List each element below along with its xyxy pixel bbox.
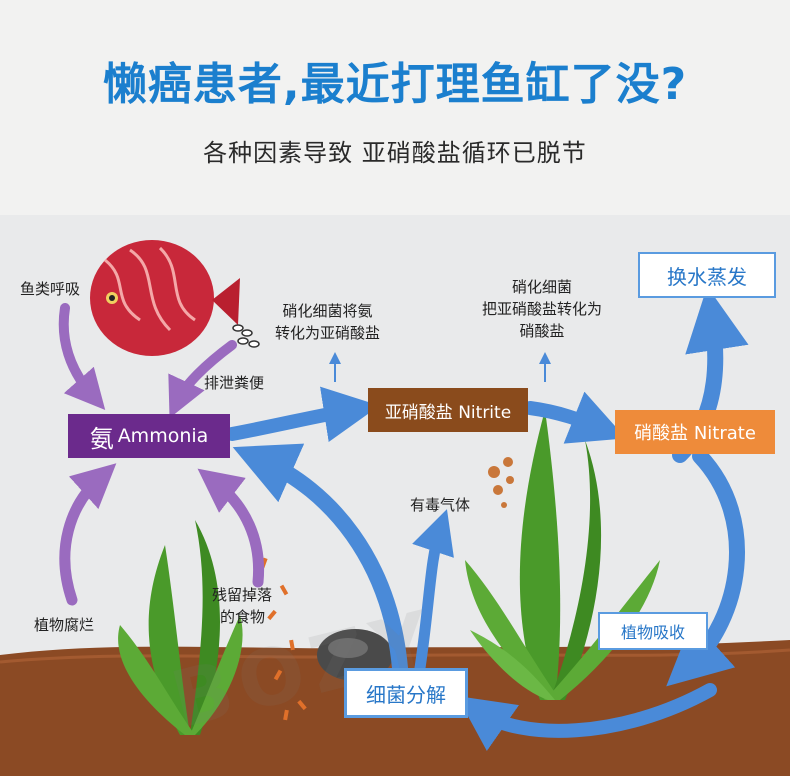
bacteria-decompose-box: 细菌分解 (344, 668, 468, 718)
label-bacteria-nitrite: 硝化细菌将氨 转化为亚硝酸盐 (275, 302, 381, 342)
label-leftover-food: 残留掉落 的食物 (212, 586, 273, 626)
label-bacteria-nitrate: 硝化细菌 把亚硝酸盐转化为 硝酸盐 (482, 278, 603, 340)
label-plant-decay: 植物腐烂 (34, 616, 95, 634)
plant-absorb-box: 植物吸收 (598, 612, 708, 650)
left-plant-icon (118, 520, 243, 735)
arrow-excretion-to-ammonia (168, 340, 237, 419)
droppings-icon (232, 324, 260, 348)
label-toxic-gas: 有毒气体 (410, 496, 471, 514)
arrow-bacteria-to-gas (412, 509, 454, 674)
nitrate-box: 硝酸盐 Nitrate (615, 410, 775, 454)
source-arrows (58, 303, 265, 606)
header: 懒癌患者,最近打理鱼缸了没? 各种因素导致 亚硝酸盐循环已脱节 (0, 0, 790, 215)
nitrite-box: 亚硝酸盐 Nitrite (368, 388, 528, 432)
center-plant-icon (465, 410, 660, 700)
arrow-food-to-ammonia (197, 468, 265, 588)
arrow-bottom-loop (457, 683, 717, 751)
ammonia-cn: 氨 (89, 424, 114, 453)
discus-fish-icon (90, 240, 240, 356)
arrow-fish-to-ammonia (58, 303, 106, 411)
arrow-bacteria-to-ammonia (232, 443, 408, 676)
gas-bubbles-icon (488, 457, 514, 508)
arrow-decay-to-ammonia (59, 463, 117, 606)
label-fish-breath: 鱼类呼吸 (20, 280, 81, 298)
page-title: 懒癌患者,最近打理鱼缸了没? (102, 59, 688, 110)
page-subtitle: 各种因素导致 亚硝酸盐循环已脱节 (203, 139, 587, 167)
ammonia-box: 氨 Ammonia (68, 414, 230, 458)
arrow-ammonia-to-nitrite (225, 386, 380, 442)
ammonia-en: Ammonia (117, 425, 209, 447)
label-excretion: 排泄粪便 (204, 374, 265, 392)
small-up-arrows (329, 352, 551, 382)
water-change-box: 换水蒸发 (638, 252, 776, 298)
arrow-nitrite-to-nitrate (523, 391, 626, 444)
